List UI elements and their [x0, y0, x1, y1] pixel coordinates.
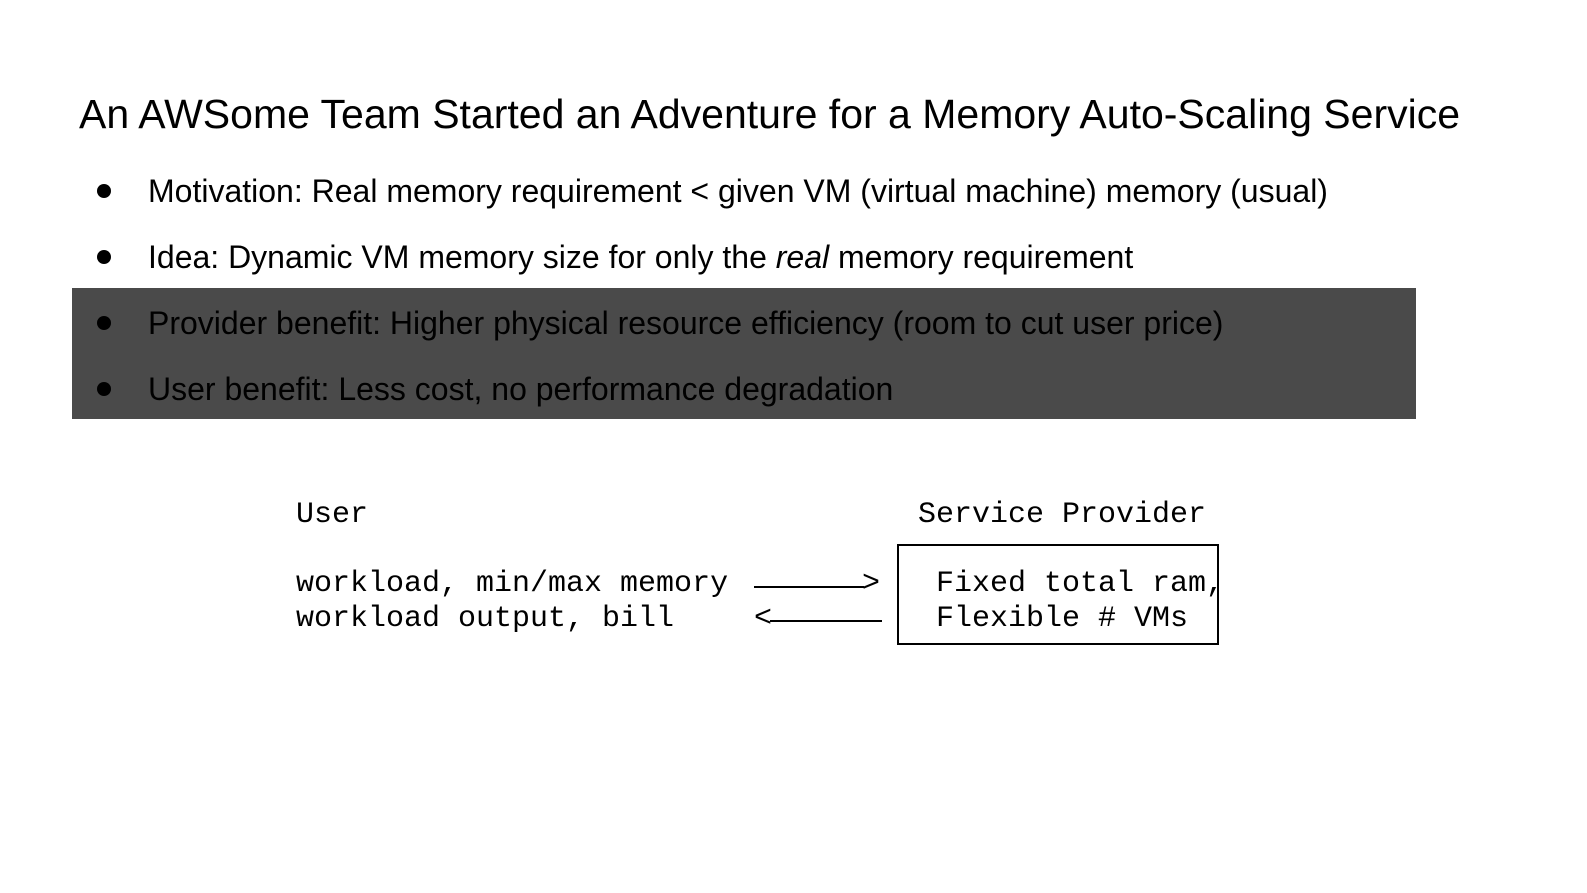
bullet-text-before: Idea: Dynamic VM memory size for only th…: [148, 239, 776, 275]
request-text: workload, min/max memory: [296, 567, 729, 601]
bullet-item-motivation: Motivation: Real memory requirement < gi…: [0, 171, 1587, 211]
provider-box: [897, 544, 1219, 645]
bullet-text: Provider benefit: Higher physical resour…: [148, 305, 1224, 341]
provider-box-line-1: Fixed total ram,: [936, 567, 1225, 601]
arrow-right-head: >: [862, 567, 881, 601]
bullet-text-emphasis: real: [775, 239, 830, 275]
bullet-dot-icon: [97, 184, 111, 198]
bullet-dot-icon: [97, 382, 111, 396]
provider-label: Service Provider: [918, 498, 1207, 532]
bullet-text: User benefit: Less cost, no performance …: [148, 371, 894, 407]
bullet-text-after: memory requirement: [829, 239, 1134, 275]
provider-box-line-2: Flexible # VMs: [936, 602, 1189, 636]
response-text: workload output, bill: [296, 602, 675, 636]
bullet-text: Idea: Dynamic VM memory size for only th…: [148, 237, 1133, 277]
bullet-item-provider-benefit: Provider benefit: Higher physical resour…: [0, 303, 1587, 343]
slide-title: An AWSome Team Started an Adventure for …: [79, 91, 1461, 137]
arrow-left-shaft: [770, 620, 882, 622]
highlight-band: [72, 288, 1416, 419]
bullet-dot-icon: [97, 316, 111, 330]
user-label: User: [296, 498, 369, 532]
bullet-dot-icon: [97, 250, 111, 264]
bullet-item-user-benefit: User benefit: Less cost, no performance …: [0, 369, 1587, 409]
arrow-left-head: <: [754, 602, 773, 636]
bullet-text: Motivation: Real memory requirement < gi…: [148, 173, 1328, 209]
arrow-right-shaft: [754, 586, 864, 588]
bullet-item-idea: Idea: Dynamic VM memory size for only th…: [0, 237, 1587, 277]
